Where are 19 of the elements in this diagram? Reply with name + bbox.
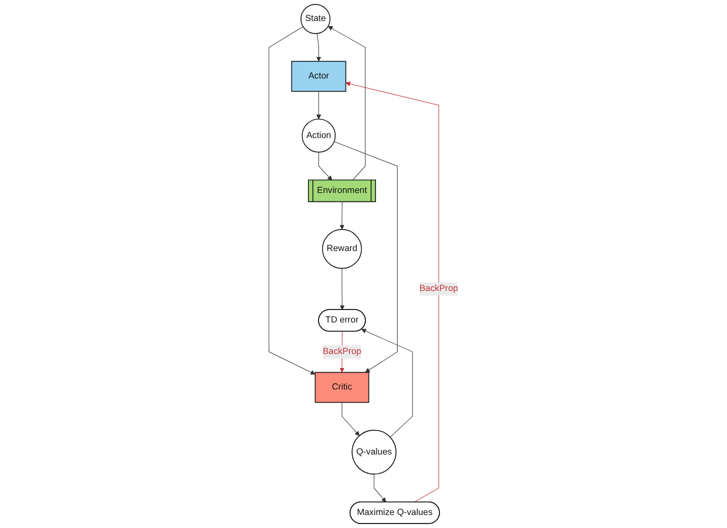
node-box: Actor [291, 60, 346, 92]
arrow [361, 328, 413, 438]
node-circle: Reward [322, 229, 362, 269]
arrow [374, 474, 386, 502]
edge-label: BackProp [419, 284, 458, 294]
arrow [316, 33, 322, 62]
arrow [268, 26, 316, 375]
arrow [346, 82, 440, 502]
node-circle: Action [302, 118, 336, 153]
arrow [340, 268, 345, 310]
arrow [328, 26, 366, 181]
node-circle: State [300, 4, 330, 34]
arrow [342, 402, 360, 436]
arrow [340, 202, 344, 230]
arrow [316, 91, 322, 120]
node-box: Critic [314, 372, 370, 403]
node-circle: Q-values [352, 430, 396, 474]
edge-label: BackProp [322, 346, 362, 356]
arrow [318, 152, 332, 180]
